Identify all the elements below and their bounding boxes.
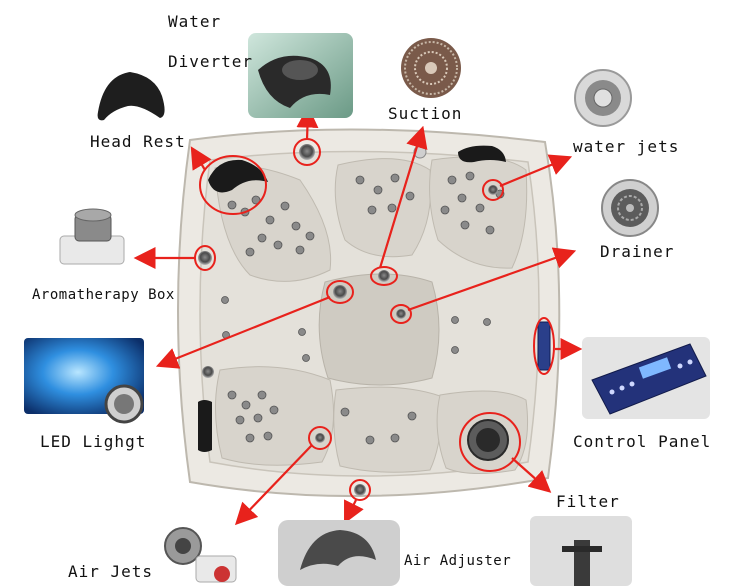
label-filter: Filter bbox=[556, 492, 620, 511]
label-head-rest: Head Rest bbox=[90, 132, 186, 151]
label-suction: Suction bbox=[388, 104, 463, 123]
label-water-diverter-line2: Diverter bbox=[168, 52, 254, 71]
air-adjuster-photo bbox=[278, 520, 400, 586]
spa-tub bbox=[177, 128, 561, 498]
control-panel-photo bbox=[582, 337, 710, 419]
label-water-jets: water jets bbox=[573, 137, 680, 156]
aromatherapy-box-icon bbox=[59, 208, 125, 265]
air-jet-icon bbox=[164, 527, 237, 583]
callout-arrows bbox=[133, 105, 583, 526]
label-air-jets: Air Jets bbox=[68, 562, 154, 581]
filter-photo bbox=[530, 516, 632, 586]
drainer-icon bbox=[601, 179, 659, 237]
head-rest-icon bbox=[97, 72, 165, 121]
suction-icon bbox=[401, 38, 461, 98]
label-drainer: Drainer bbox=[600, 242, 675, 261]
led-light-photo bbox=[24, 338, 144, 424]
label-control-panel: Control Panel bbox=[573, 432, 712, 451]
water-jet-icon bbox=[574, 69, 632, 127]
label-led-light: LED Lighgt bbox=[40, 432, 147, 451]
label-air-adjuster: Air Adjuster bbox=[404, 553, 512, 569]
label-aromatherapy-box: Aromatherapy Box bbox=[32, 287, 175, 303]
water-diverter-photo bbox=[248, 33, 353, 118]
label-water-diverter-line1: Water bbox=[168, 12, 222, 31]
